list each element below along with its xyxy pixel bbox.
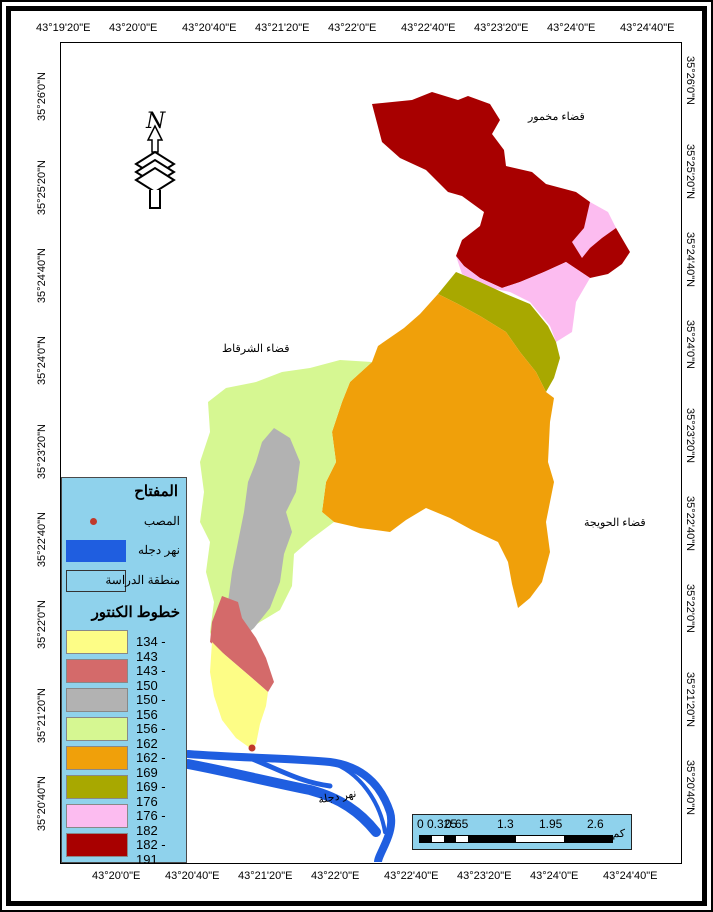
outlet-point: [248, 744, 256, 752]
scale-bar-graphic: [419, 835, 613, 843]
contour-150-156: [214, 428, 300, 654]
right-latitude-tick: 35°20'40"N: [684, 760, 696, 816]
district-label-makhmur: قضاء مخمور: [528, 111, 585, 123]
right-latitude-tick: 35°25'20"N: [684, 144, 696, 200]
top-longitude-tick: 43°22'40"E: [401, 22, 456, 34]
contour-169-176: [438, 272, 560, 392]
contour-range-label: 176 - 182: [136, 808, 166, 838]
top-longitude-tick: 43°24'0"E: [547, 22, 596, 34]
contour-legend-item: 182 - 191: [64, 833, 184, 867]
right-latitude-tick: 35°24'0"N: [684, 320, 696, 369]
contour-swatch: [66, 717, 128, 741]
contour-143-150: [210, 596, 274, 692]
map-legend: المفتاح المصب نهر دجله منطقة الدراسة خطو…: [61, 477, 187, 867]
contour-162-169: [322, 294, 554, 608]
contour-range-label: 182 - 191: [136, 837, 166, 867]
left-latitude-tick: 35°22'0"N: [36, 600, 48, 649]
bottom-longitude-tick: 43°24'0"E: [530, 870, 579, 882]
contour-legend-title: خطوط الكنتور: [91, 604, 180, 621]
top-longitude-tick: 43°20'40"E: [182, 22, 237, 34]
map-inner-frame: [6, 6, 707, 906]
top-longitude-tick: 43°20'0"E: [109, 22, 158, 34]
left-latitude-tick: 35°21'20"N: [36, 688, 48, 744]
top-longitude-tick: 43°23'20"E: [474, 22, 529, 34]
district-label-hawija: قضاء الحويجة: [584, 517, 646, 529]
legend-item-outlet: المصب: [64, 512, 184, 534]
basin-map: [183, 92, 630, 862]
contour-range-label: 169 - 176: [136, 779, 166, 809]
bottom-longitude-tick: 43°21'20"E: [238, 870, 293, 882]
bottom-longitude-tick: 43°24'40"E: [603, 870, 658, 882]
top-longitude-tick: 43°24'40"E: [620, 22, 675, 34]
north-arrow: N: [132, 108, 178, 217]
top-longitude-tick: 43°21'20"E: [255, 22, 310, 34]
tigris-river: [183, 750, 396, 862]
contour-swatch: [66, 659, 128, 683]
left-latitude-tick: 35°26'0"N: [36, 72, 48, 121]
contour-legend-item: 143 - 150: [64, 659, 184, 693]
contour-swatch: [66, 775, 128, 799]
contour-range-label: 134 - 143: [136, 634, 166, 664]
district-label-shirqat: قضاء الشرقاط: [222, 343, 290, 355]
north-arrow-label: N: [145, 109, 166, 134]
scale-label: 2.6: [587, 817, 604, 831]
contour-swatch: [66, 746, 128, 770]
contour-swatch: [66, 688, 128, 712]
left-latitude-tick: 35°23'20"N: [36, 424, 48, 480]
scale-label: 0.65: [445, 817, 469, 831]
left-latitude-tick: 35°25'20"N: [36, 160, 48, 216]
legend-item-study-area: منطقة الدراسة: [64, 570, 184, 592]
bottom-longitude-tick: 43°20'40"E: [165, 870, 220, 882]
contour-legend-item: 156 - 162: [64, 717, 184, 751]
outlet-icon: [90, 518, 97, 525]
right-latitude-tick: 35°23'20"N: [684, 408, 696, 464]
contour-swatch: [66, 630, 128, 654]
left-latitude-tick: 35°20'40"N: [36, 776, 48, 832]
contour-swatch: [66, 833, 128, 857]
legend-label-river: نهر دجله: [138, 543, 180, 557]
bottom-longitude-tick: 43°23'20"E: [457, 870, 512, 882]
contour-176-182: [456, 202, 616, 342]
legend-title: المفتاح: [134, 483, 178, 500]
bottom-longitude-tick: 43°20'0"E: [92, 870, 141, 882]
contour-range-label: 162 - 169: [136, 750, 166, 780]
contour-134-143: [210, 642, 268, 748]
scale-unit: كم: [612, 828, 625, 840]
legend-label-study-area: منطقة الدراسة: [105, 573, 180, 587]
contour-legend-item: 162 - 169: [64, 746, 184, 780]
contour-legend-item: 134 - 143: [64, 630, 184, 664]
scale-label: 0.325: [427, 817, 458, 831]
left-latitude-tick: 35°24'0"N: [36, 336, 48, 385]
right-latitude-tick: 35°24'40"N: [684, 232, 696, 288]
scale-label: 1.95: [539, 817, 563, 831]
left-latitude-tick: 35°22'40"N: [36, 512, 48, 568]
contour-182-191: [372, 92, 630, 288]
contour-legend-item: 176 - 182: [64, 804, 184, 838]
legend-label-outlet: المصب: [143, 514, 180, 528]
contour-legend-item: 169 - 176: [64, 775, 184, 809]
scale-label: 0: [417, 817, 424, 831]
top-longitude-tick: 43°22'0"E: [328, 22, 377, 34]
right-latitude-tick: 35°26'0"N: [684, 56, 696, 105]
study-area-swatch: [66, 570, 126, 592]
right-latitude-tick: 35°22'0"N: [684, 584, 696, 633]
contour-range-label: 156 - 162: [136, 721, 166, 751]
bottom-longitude-tick: 43°22'40"E: [384, 870, 439, 882]
contour-range-label: 150 - 156: [136, 692, 166, 722]
left-latitude-tick: 35°24'40"N: [36, 248, 48, 304]
right-latitude-tick: 35°21'20"N: [684, 672, 696, 728]
top-longitude-tick: 43°19'20"E: [36, 22, 91, 34]
scale-label: 1.3: [497, 817, 514, 831]
contour-legend-item: 150 - 156: [64, 688, 184, 722]
legend-item-river: نهر دجله: [64, 540, 184, 562]
contour-range-label: 143 - 150: [136, 663, 166, 693]
right-latitude-tick: 35°22'40"N: [684, 496, 696, 552]
contour-swatch: [66, 804, 128, 828]
river-swatch: [66, 540, 126, 562]
bottom-longitude-tick: 43°22'0"E: [311, 870, 360, 882]
